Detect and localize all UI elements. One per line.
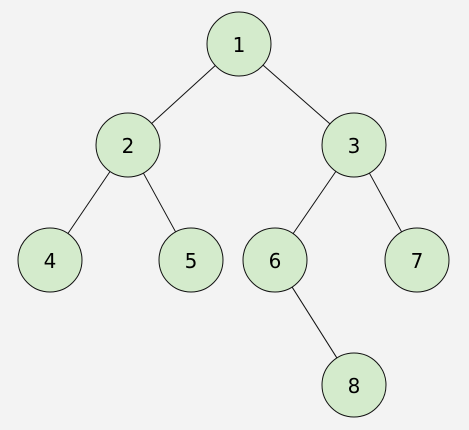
edge-3-7 [368, 172, 403, 233]
tree-node-5: 5 [158, 227, 224, 293]
tree-node-2: 2 [95, 112, 161, 178]
tree-node-3: 3 [321, 112, 387, 178]
nodes-layer: 1 2 3 4 5 6 7 8 [17, 11, 450, 418]
tree-node-6: 6 [242, 227, 308, 293]
edge-3-6 [292, 171, 337, 234]
node-label-2: 2 [122, 134, 135, 158]
edge-1-2 [151, 65, 216, 124]
node-circle-7 [384, 227, 450, 293]
node-label-7: 7 [411, 249, 424, 273]
tree-node-7: 7 [384, 227, 450, 293]
node-circle-8 [321, 352, 387, 418]
tree-node-4: 4 [17, 227, 83, 293]
edge-1-3 [262, 64, 331, 125]
node-label-5: 5 [185, 249, 198, 273]
node-label-4: 4 [44, 249, 57, 273]
node-label-3: 3 [348, 134, 361, 158]
node-label-1: 1 [233, 33, 246, 57]
node-circle-3 [321, 112, 387, 178]
node-label-8: 8 [348, 374, 361, 398]
tree-node-8: 8 [321, 352, 387, 418]
node-circle-2 [95, 112, 161, 178]
edge-6-8 [291, 286, 338, 359]
node-circle-6 [242, 227, 308, 293]
edges-layer [67, 64, 403, 359]
node-circle-1 [206, 11, 272, 77]
tree-node-1: 1 [206, 11, 272, 77]
node-label-6: 6 [269, 249, 282, 273]
node-circle-4 [17, 227, 83, 293]
edge-2-4 [67, 171, 111, 234]
edge-2-5 [142, 172, 177, 233]
node-circle-5 [158, 227, 224, 293]
